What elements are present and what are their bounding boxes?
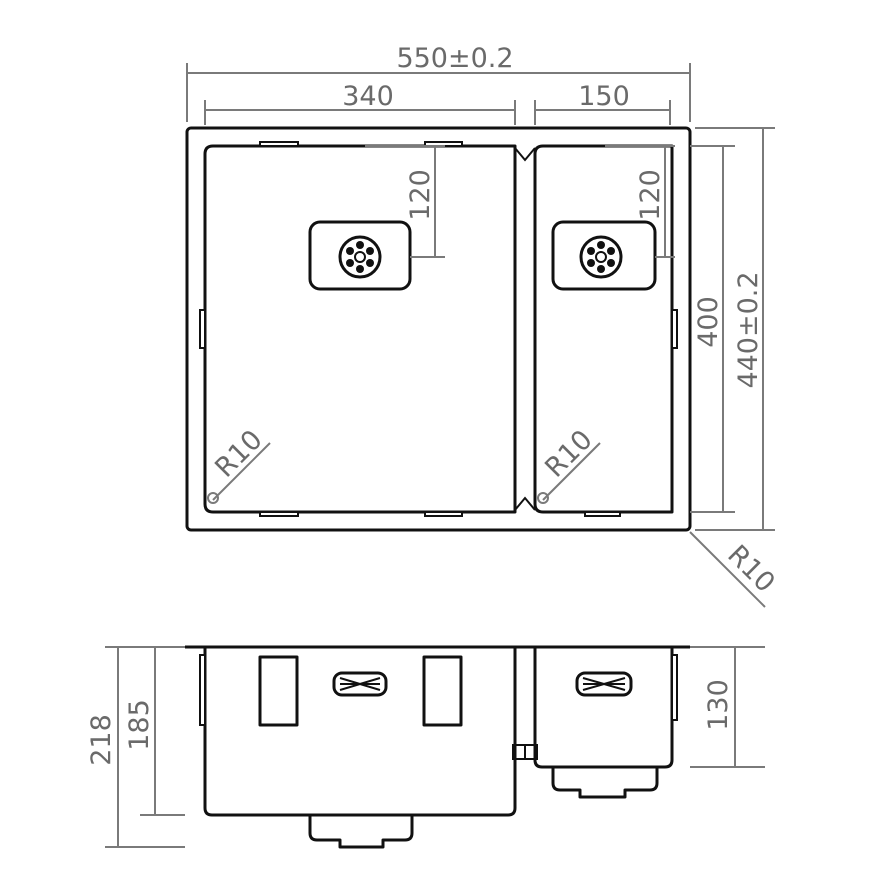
left-drain-strainer-icon bbox=[338, 235, 382, 279]
front-dimension-lines bbox=[105, 646, 765, 848]
right-drain-offset-label: 120 bbox=[635, 169, 666, 221]
right-drain-box bbox=[551, 220, 657, 291]
left-bowl-radius-label: R10 bbox=[209, 424, 268, 483]
right-bowl-height-label: 130 bbox=[703, 679, 734, 731]
side-brackets bbox=[199, 654, 678, 726]
front-view: 218 185 130 bbox=[86, 645, 765, 849]
left-strainer-side-icon bbox=[332, 671, 388, 697]
overall-width-label: 550±0.2 bbox=[396, 43, 513, 74]
left-drain-box bbox=[308, 220, 412, 291]
mounting-tabs bbox=[199, 141, 678, 517]
left-drain-profile bbox=[308, 815, 414, 849]
right-strainer-side-icon bbox=[575, 671, 633, 697]
divider-notch-top bbox=[514, 147, 536, 162]
left-drain-offset-label: 120 bbox=[405, 169, 436, 221]
divider-column bbox=[513, 647, 537, 760]
right-bowl-profile bbox=[533, 647, 674, 769]
top-dimension-lines bbox=[186, 63, 775, 608]
left-bowl-height-label: 185 bbox=[124, 699, 155, 751]
right-bowl-radius-label: R10 bbox=[539, 424, 598, 483]
right-overflow-slot bbox=[422, 655, 463, 727]
left-overflow-slot bbox=[258, 655, 299, 727]
sink-outer-rim bbox=[185, 126, 692, 532]
overall-height-label: 218 bbox=[86, 714, 117, 766]
right-bowl bbox=[533, 144, 674, 514]
outer-corner-radius-label: R10 bbox=[721, 539, 780, 598]
left-bowl-profile bbox=[203, 647, 517, 817]
top-view: 550±0.2 340 150 120 120 400 440±0.2 R10 … bbox=[185, 43, 781, 608]
bowl-length-label: 400 bbox=[693, 296, 724, 348]
right-drain-strainer-icon bbox=[579, 235, 623, 279]
overall-length-label: 440±0.2 bbox=[733, 271, 764, 388]
divider-notch-bottom bbox=[514, 496, 536, 511]
right-bowl-width-label: 150 bbox=[578, 81, 630, 112]
left-bowl bbox=[203, 144, 517, 514]
right-drain-profile bbox=[551, 767, 659, 799]
left-bowl-width-label: 340 bbox=[342, 81, 394, 112]
